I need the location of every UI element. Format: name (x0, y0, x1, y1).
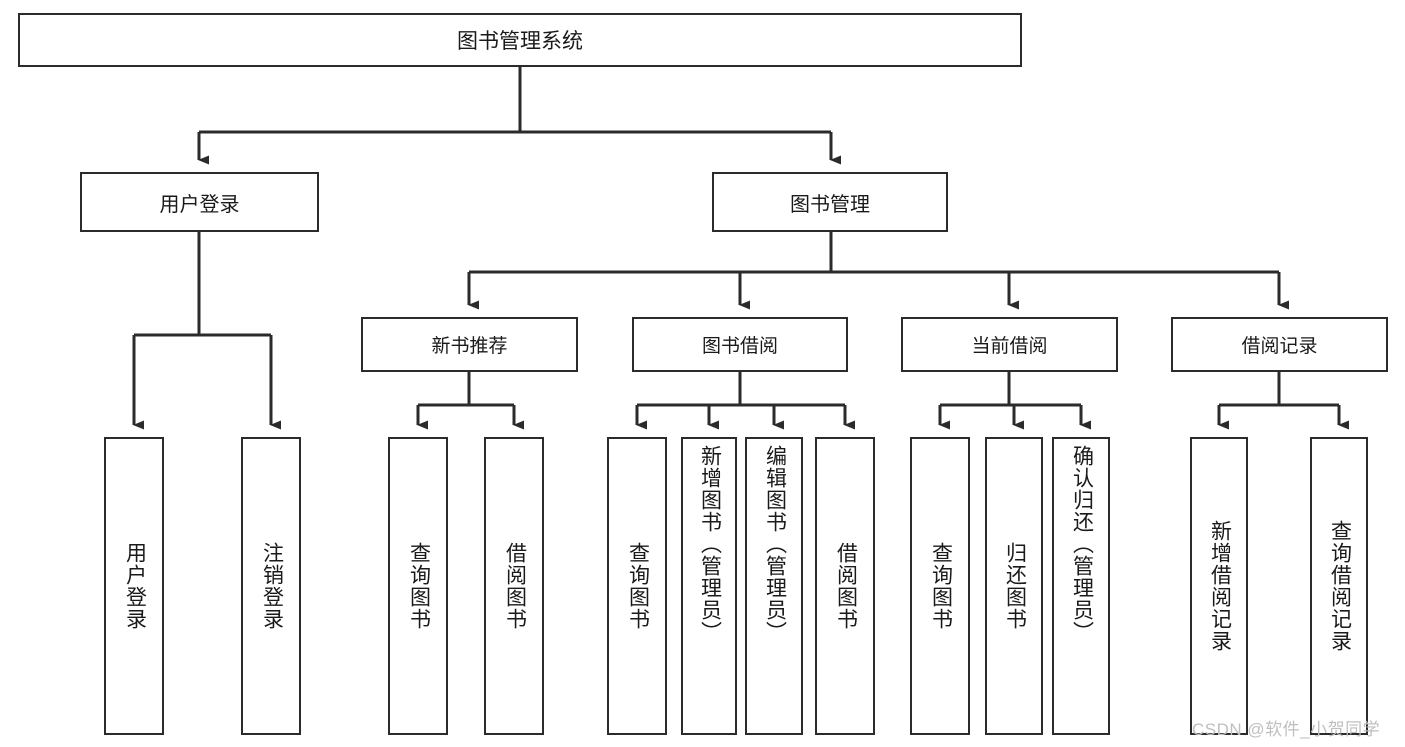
leaf-user-login-label: 用户登录 (123, 542, 147, 630)
node-book-borrow-label: 图书借阅 (701, 336, 778, 357)
node-user-login[interactable]: 用户登录 (80, 172, 319, 232)
leaf-query-book-1[interactable]: 查询图书 (388, 437, 448, 735)
leaf-query-book-2-label: 查询图书 (626, 542, 650, 630)
node-book-manage[interactable]: 图书管理 (712, 172, 948, 232)
leaf-borrow-book-1-label: 借阅图书 (503, 542, 527, 630)
leaf-edit-book[interactable]: 编辑图书（管理员） (745, 437, 803, 735)
leaf-borrow-book-1[interactable]: 借阅图书 (484, 437, 544, 735)
node-book-manage-label: 图书管理 (790, 193, 870, 216)
leaf-return-book-label: 归还图书 (1003, 542, 1027, 630)
leaf-borrow-book-2[interactable]: 借阅图书 (815, 437, 875, 735)
node-book-borrow[interactable]: 图书借阅 (632, 317, 848, 372)
leaf-return-book[interactable]: 归还图书 (985, 437, 1043, 735)
leaf-query-book-3-label: 查询图书 (929, 542, 953, 630)
node-root-label: 图书管理系统 (457, 30, 583, 53)
leaf-query-book-1-label: 查询图书 (407, 542, 431, 630)
leaf-confirm-return-label: 确认归还（管理员） (1070, 445, 1094, 643)
node-current-borrow[interactable]: 当前借阅 (901, 317, 1118, 372)
leaf-query-book-3[interactable]: 查询图书 (910, 437, 970, 735)
leaf-query-book-2[interactable]: 查询图书 (607, 437, 667, 735)
node-new-book-rec[interactable]: 新书推荐 (361, 317, 578, 372)
leaf-add-book[interactable]: 新增图书（管理员） (681, 437, 737, 735)
leaf-add-record-label: 新增借阅记录 (1208, 520, 1232, 652)
node-borrow-record-label: 借阅记录 (1241, 336, 1318, 357)
node-current-borrow-label: 当前借阅 (971, 336, 1048, 357)
leaf-logout[interactable]: 注销登录 (241, 437, 301, 735)
node-borrow-record[interactable]: 借阅记录 (1171, 317, 1388, 372)
node-user-login-label: 用户登录 (159, 193, 240, 216)
leaf-add-record[interactable]: 新增借阅记录 (1190, 437, 1248, 735)
leaf-query-record-label: 查询借阅记录 (1328, 520, 1352, 652)
leaf-borrow-book-2-label: 借阅图书 (834, 542, 858, 630)
leaf-add-book-label: 新增图书（管理员） (698, 445, 722, 643)
leaf-user-login[interactable]: 用户登录 (104, 437, 164, 735)
leaf-logout-label: 注销登录 (260, 542, 284, 630)
watermark: CSDN @软件_小贺同学 (1192, 720, 1381, 739)
leaf-query-record[interactable]: 查询借阅记录 (1310, 437, 1368, 735)
leaf-confirm-return[interactable]: 确认归还（管理员） (1052, 437, 1110, 735)
node-new-book-rec-label: 新书推荐 (431, 336, 508, 357)
leaf-edit-book-label: 编辑图书（管理员） (763, 445, 787, 643)
node-root[interactable]: 图书管理系统 (18, 13, 1022, 67)
